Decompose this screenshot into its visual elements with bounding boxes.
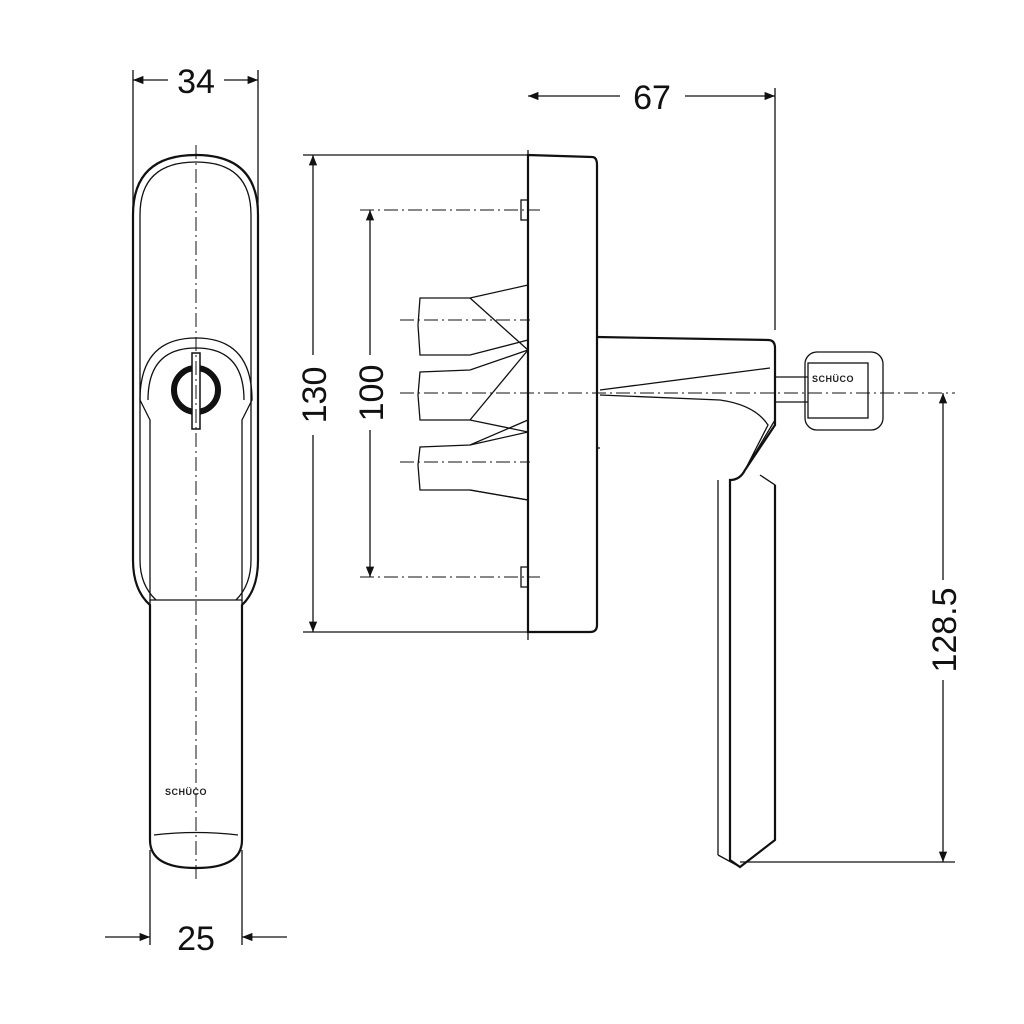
dimension-34: 34 <box>132 63 259 210</box>
dim-label-67: 67 <box>633 79 671 117</box>
dimension-100: 100 <box>353 209 540 578</box>
front-view-handle: SCHÜCO <box>131 145 260 880</box>
schueco-logo: SCHÜCO <box>165 787 207 797</box>
dimension-25: 25 <box>105 850 287 958</box>
key-logo: SCHÜCO <box>812 374 854 384</box>
dim-label-25: 25 <box>177 920 215 958</box>
dim-label-128-5: 128.5 <box>926 587 964 672</box>
rose-plate <box>526 153 599 634</box>
dimension-67: 67 <box>528 79 776 330</box>
dimension-130: 130 <box>296 154 528 633</box>
dim-label-100: 100 <box>353 365 391 422</box>
key-icon: SCHÜCO <box>775 351 884 431</box>
side-view-handle: SCHÜCO <box>400 150 955 869</box>
dim-label-130: 130 <box>296 367 334 424</box>
dimension-128-5: 128.5 <box>740 393 964 863</box>
dim-label-34: 34 <box>177 63 215 101</box>
